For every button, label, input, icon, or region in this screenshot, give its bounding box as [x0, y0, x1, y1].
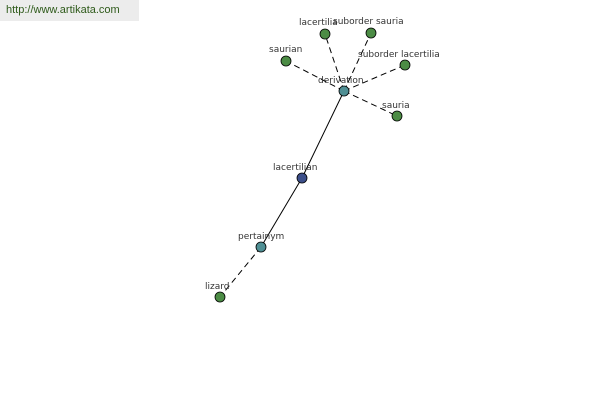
node-label-lacertilian: lacertilian — [273, 163, 317, 173]
node-lizard[interactable] — [214, 291, 226, 303]
edge-derivation-suborder-lacertilia — [343, 64, 406, 92]
node-suborder-lacertilia[interactable] — [399, 59, 411, 71]
node-label-saurian: saurian — [269, 45, 302, 55]
node-derivation[interactable] — [338, 85, 350, 97]
node-pertainym[interactable] — [255, 241, 267, 253]
edge-lacertilian-pertainym — [260, 177, 303, 248]
edge-derivation-suborder-sauria — [343, 32, 372, 92]
node-lacertilia[interactable] — [319, 28, 331, 40]
watermark-url: http://www.artikata.com — [0, 0, 139, 21]
node-label-lacertilia: lacertilia — [299, 18, 338, 28]
edge-pertainym-lizard — [219, 246, 262, 298]
node-label-suborder-sauria: suborder sauria — [333, 17, 404, 27]
edge-derivation-saurian — [285, 60, 345, 92]
nodes-layer — [214, 27, 411, 303]
node-sauria[interactable] — [391, 110, 403, 122]
node-label-derivation: derivation — [318, 76, 364, 86]
node-label-sauria: sauria — [382, 101, 410, 111]
node-lacertilian[interactable] — [296, 172, 308, 184]
node-label-pertainym: pertainym — [238, 232, 284, 242]
edges-layer — [219, 32, 406, 298]
node-saurian[interactable] — [280, 55, 292, 67]
node-label-lizard: lizard — [205, 282, 230, 292]
labels-layer: lacertilian derivation pertainym lizard lace… — [205, 17, 440, 292]
node-label-suborder-lacertilia: suborder lacertilia — [358, 50, 440, 60]
edge-lacertilian-derivation — [301, 90, 345, 179]
edge-derivation-lacertilia — [324, 33, 345, 92]
node-suborder-sauria[interactable] — [365, 27, 377, 39]
